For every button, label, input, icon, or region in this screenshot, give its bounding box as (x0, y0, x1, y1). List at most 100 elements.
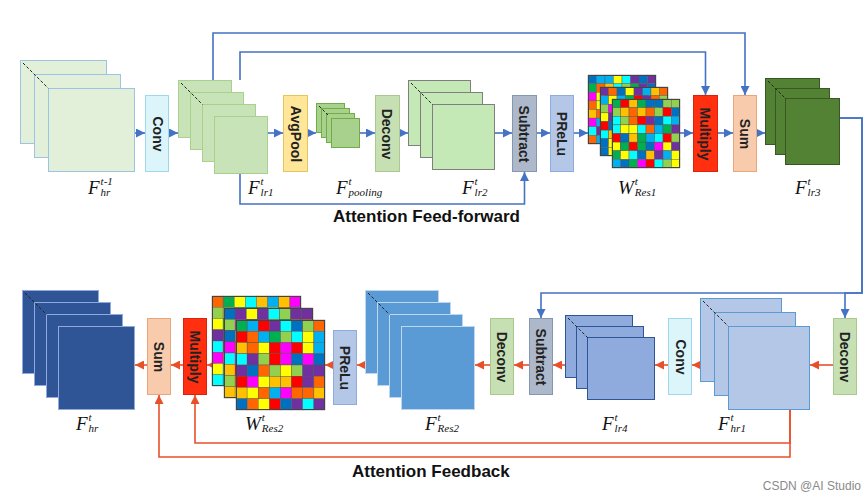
mosaic-cell (622, 75, 631, 84)
depth-mark (23, 63, 48, 88)
mosaic-cell (269, 353, 280, 364)
mosaic-cell (631, 75, 640, 84)
connector-arrow (195, 395, 790, 443)
mosaic-cell (302, 353, 313, 364)
depth-mark (25, 293, 47, 315)
rotated-text: AvgPool (288, 105, 304, 161)
connector-arrow (757, 132, 765, 134)
mosaic-cell (290, 296, 301, 307)
mosaic-cell (621, 125, 630, 134)
mosaic-cell (212, 375, 223, 386)
mosaic-cell (247, 343, 258, 354)
mosaic-cell (269, 387, 280, 398)
mosaic-cell (302, 331, 313, 342)
mosaic-cell (281, 320, 292, 331)
mosaic-cell (314, 388, 325, 399)
mosaic-cell (588, 75, 597, 84)
weight-map-drawing (588, 75, 680, 168)
mosaic-cell (612, 99, 621, 108)
operation-name: Sum (151, 341, 167, 371)
operation-name: Subtract (533, 328, 549, 385)
mosaic-cell (269, 354, 280, 365)
mosaic-cell (258, 365, 269, 376)
mosaic-cell (212, 364, 223, 375)
depth-mark (181, 83, 203, 105)
operation-name: Multiply (187, 330, 203, 383)
mosaic-cell (605, 75, 614, 84)
rotated-text: Multiply (187, 330, 203, 383)
script-stack: thr1 (731, 412, 746, 434)
superscript: t (731, 412, 746, 423)
feature-map-layer (786, 99, 840, 165)
mosaic-cell (292, 399, 303, 410)
feature-map-drawing (20, 60, 135, 172)
mosaic-cell (600, 113, 609, 122)
section-title: Attention Feedback (352, 462, 510, 482)
symbol-letter: F (462, 178, 474, 197)
operation-box: Multiply (183, 318, 207, 395)
mosaic-cell (303, 388, 314, 399)
mosaic-cell (303, 376, 314, 387)
mosaic-cell (292, 331, 303, 342)
weight-map-layer (613, 100, 680, 168)
mosaic-cell (257, 364, 268, 375)
mosaic-cell (257, 353, 268, 364)
mosaic-cell (612, 159, 621, 168)
mosaic-cell (588, 101, 597, 110)
operation-name: Deconv (837, 331, 853, 382)
operation-box: Deconv (490, 318, 514, 395)
mosaic-cell (600, 139, 609, 148)
mosaic-cell (639, 75, 648, 84)
mosaic-cell (292, 354, 303, 365)
symbol-label: Fthr1 (718, 412, 746, 434)
symbol-label: Ftlr4 (602, 412, 627, 434)
mosaic-cell (672, 151, 681, 160)
script-stack: tlr2 (475, 176, 488, 198)
mosaic-cell (247, 320, 258, 331)
mosaic-cell (236, 399, 247, 410)
mosaic-cell (672, 159, 681, 168)
mosaic-cell (621, 134, 630, 143)
mosaic-cell (655, 142, 664, 151)
connector-arrow (357, 364, 365, 366)
mosaic-cell (302, 308, 313, 319)
mosaic-cell (655, 159, 664, 168)
feature-map-layer (332, 119, 360, 148)
mosaic-cell (663, 125, 672, 134)
mosaic-cell (258, 376, 269, 387)
mosaic-cell (236, 354, 247, 365)
feature-map-stack: Ftpooling (316, 103, 360, 148)
mosaic-cell (655, 125, 664, 134)
operation-box: Conv (145, 95, 169, 172)
symbol-label: Fthr (76, 412, 98, 434)
mosaic-cell (257, 331, 268, 342)
symbol-letter: F (718, 414, 730, 433)
connector-arrow (840, 118, 862, 318)
symbol-label: FtRes2 (425, 412, 459, 434)
connector-arrow (171, 364, 183, 366)
operation-box: AvgPool (283, 95, 308, 172)
mosaic-cell (212, 319, 223, 330)
connector-arrow (475, 364, 490, 366)
connector-arrow (135, 132, 145, 134)
mosaic-cell (268, 296, 279, 307)
mosaic-cell (600, 122, 609, 131)
mosaic-cell (269, 342, 280, 353)
mosaic-cell (224, 342, 235, 353)
superscript: t-1 (101, 176, 113, 187)
connector-arrow (268, 132, 283, 134)
mosaic-cell (588, 92, 597, 101)
operation-box: Multiply (693, 95, 718, 172)
mosaic-cell (269, 365, 280, 376)
mosaic-cell (246, 331, 257, 342)
subscript: hr (101, 187, 113, 198)
feature-map-layer (49, 89, 135, 172)
connector-arrow (308, 132, 316, 134)
mosaic-cell (224, 353, 235, 364)
rotated-text: Deconv (379, 108, 395, 159)
mosaic-cell (303, 399, 314, 410)
mosaic-cell (621, 108, 630, 117)
weight-map-layer (213, 297, 301, 386)
symbol-label: WtRes1 (618, 176, 656, 198)
